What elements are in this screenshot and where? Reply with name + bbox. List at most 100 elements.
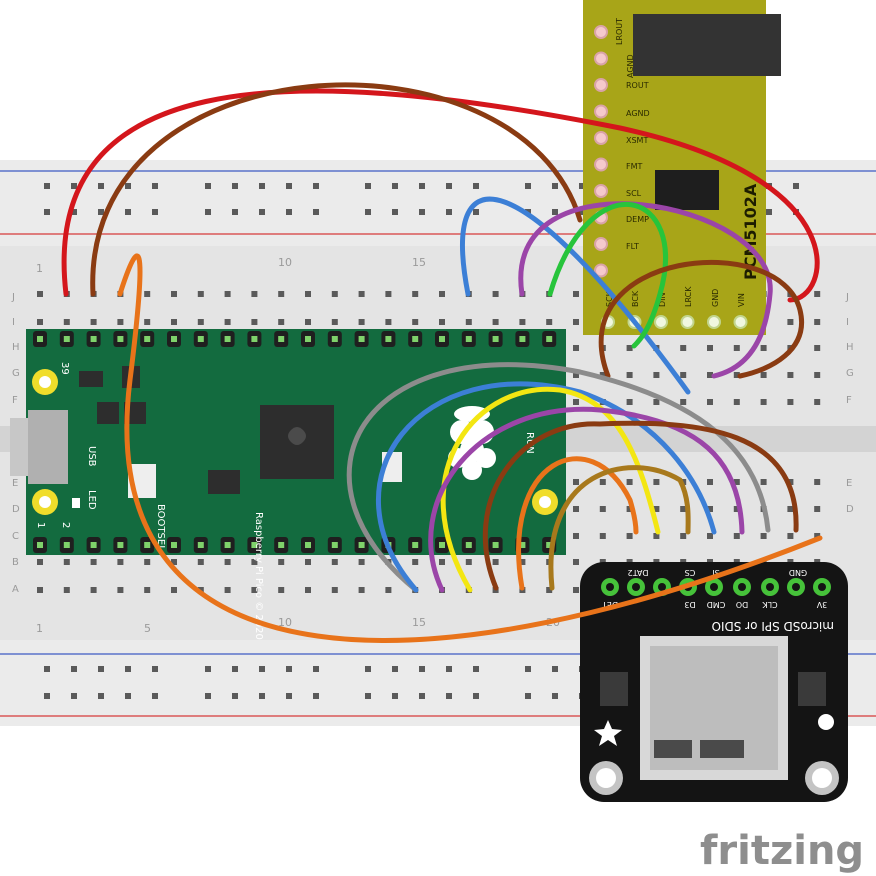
breadboard-hole — [305, 291, 311, 297]
breadboard-hole — [224, 559, 231, 565]
breadboard-hole — [251, 319, 258, 325]
breadboard-hole — [599, 479, 606, 485]
pico-pin-pad — [492, 336, 499, 342]
breadboard-hole — [573, 587, 579, 593]
breadboard-hole — [760, 372, 767, 378]
audio-jack — [633, 14, 781, 76]
row-label-left-h: H — [12, 342, 20, 353]
breadboard-hole — [492, 291, 499, 297]
pin-1-label: 1 — [35, 522, 46, 528]
breadboard-hole — [814, 479, 821, 485]
rail-hole — [392, 183, 398, 189]
rail-hole — [525, 693, 531, 699]
pico-pin-pad — [331, 542, 338, 548]
breadboard-hole — [224, 587, 231, 593]
rail-hole — [259, 183, 265, 189]
row-label-left-d: D — [12, 504, 20, 515]
breadboard-hole — [733, 506, 740, 512]
sd-pin-label-si: SI — [712, 568, 719, 577]
breadboard-hole — [305, 319, 311, 325]
sd-pin-label-gnd: GND — [789, 568, 807, 577]
dac-side-pin — [594, 157, 608, 172]
breadboard-hole — [412, 319, 419, 325]
row-label-left-g: G — [12, 368, 20, 379]
sd-pin-label-cmd: CMD — [707, 600, 726, 609]
dac-pin-label-lrout: LROUT — [615, 18, 624, 45]
breadboard-hole — [573, 559, 579, 565]
wire-red-power — [61, 88, 820, 303]
pico-pin-pad — [278, 336, 285, 342]
pico-pin-pad — [144, 542, 151, 548]
breadboard-hole — [358, 559, 365, 565]
rail-hole — [98, 209, 104, 215]
sd-pin-hole — [738, 583, 746, 591]
rail-hole — [259, 666, 265, 672]
breadboard-hole — [573, 291, 579, 297]
breadboard-hole — [573, 399, 579, 405]
dac-side-pin — [594, 104, 608, 119]
rail-hole — [286, 666, 292, 672]
rail-hole — [205, 693, 211, 699]
dac-bottom-pin — [680, 315, 695, 329]
breadboard-hole — [680, 506, 687, 512]
rail-hole — [552, 183, 558, 189]
breadboard-hole — [251, 559, 258, 565]
rail-hole — [419, 666, 425, 672]
breadboard-hole — [626, 533, 633, 539]
dac-side-pin — [594, 78, 608, 92]
usb-label: USB — [86, 446, 97, 467]
dac-side-pins — [594, 25, 608, 278]
breadboard-hole — [117, 587, 124, 593]
row-label-left-e: E — [12, 478, 18, 489]
rail-hole — [473, 209, 479, 215]
dac-bottom-pin — [733, 315, 748, 329]
pico-pin-pad — [37, 336, 43, 342]
star-logo — [594, 720, 622, 746]
breadboard-hole — [439, 319, 445, 325]
breadboard-hole — [733, 399, 740, 405]
dac-pin-label-agnd-2: AGND — [626, 109, 650, 118]
row-label-left-c: C — [12, 531, 19, 542]
breadboard-hole — [760, 345, 767, 351]
row-label-right-j: J — [845, 292, 849, 303]
breadboard-hole — [707, 479, 713, 485]
wires — [61, 82, 823, 643]
breadboard-hole — [680, 372, 687, 378]
breadboard-hole — [787, 319, 794, 325]
rail-hole — [446, 209, 452, 215]
rail-hole — [152, 183, 158, 189]
breadboard-hole — [90, 559, 97, 565]
dac-pin-label-sck: SCK — [605, 290, 614, 307]
breadboard-hole — [278, 587, 285, 593]
breadboard-hole — [251, 587, 258, 593]
breadboard-hole — [760, 533, 767, 539]
rail-hole — [579, 183, 585, 189]
breadboard-hole — [144, 291, 151, 297]
sd-pin-hole — [606, 583, 614, 591]
rail-hole — [473, 666, 479, 672]
rail-hole — [286, 209, 292, 215]
rail-hole — [473, 183, 479, 189]
breadboard-hole — [519, 559, 526, 565]
pin-39-label: 39 — [59, 362, 70, 375]
breadboard-hole — [492, 319, 499, 325]
breadboard-hole — [573, 506, 579, 512]
wire-brown-bottom-left — [482, 420, 799, 591]
wire-brown-dac — [598, 259, 805, 379]
rail-hole — [419, 693, 425, 699]
pico-pin-pad — [144, 336, 151, 342]
dac-pin-label-xsmt: XSMT — [626, 136, 648, 145]
pico-pin-pad — [546, 542, 553, 548]
pico-pin-pad — [224, 336, 231, 342]
row-label-right-d: D — [846, 504, 854, 515]
rail-hole — [793, 183, 799, 189]
breadboard-hole — [171, 559, 177, 565]
breadboard-hole — [37, 587, 43, 593]
pico-pin-pad — [171, 542, 177, 548]
wire-brown-ground-top — [90, 82, 583, 297]
breadboard-hole — [278, 559, 285, 565]
breadboard-hole — [707, 533, 713, 539]
dac-bottom-pin — [654, 315, 668, 329]
rail-hole — [232, 693, 238, 699]
breadboard-hole — [599, 506, 606, 512]
